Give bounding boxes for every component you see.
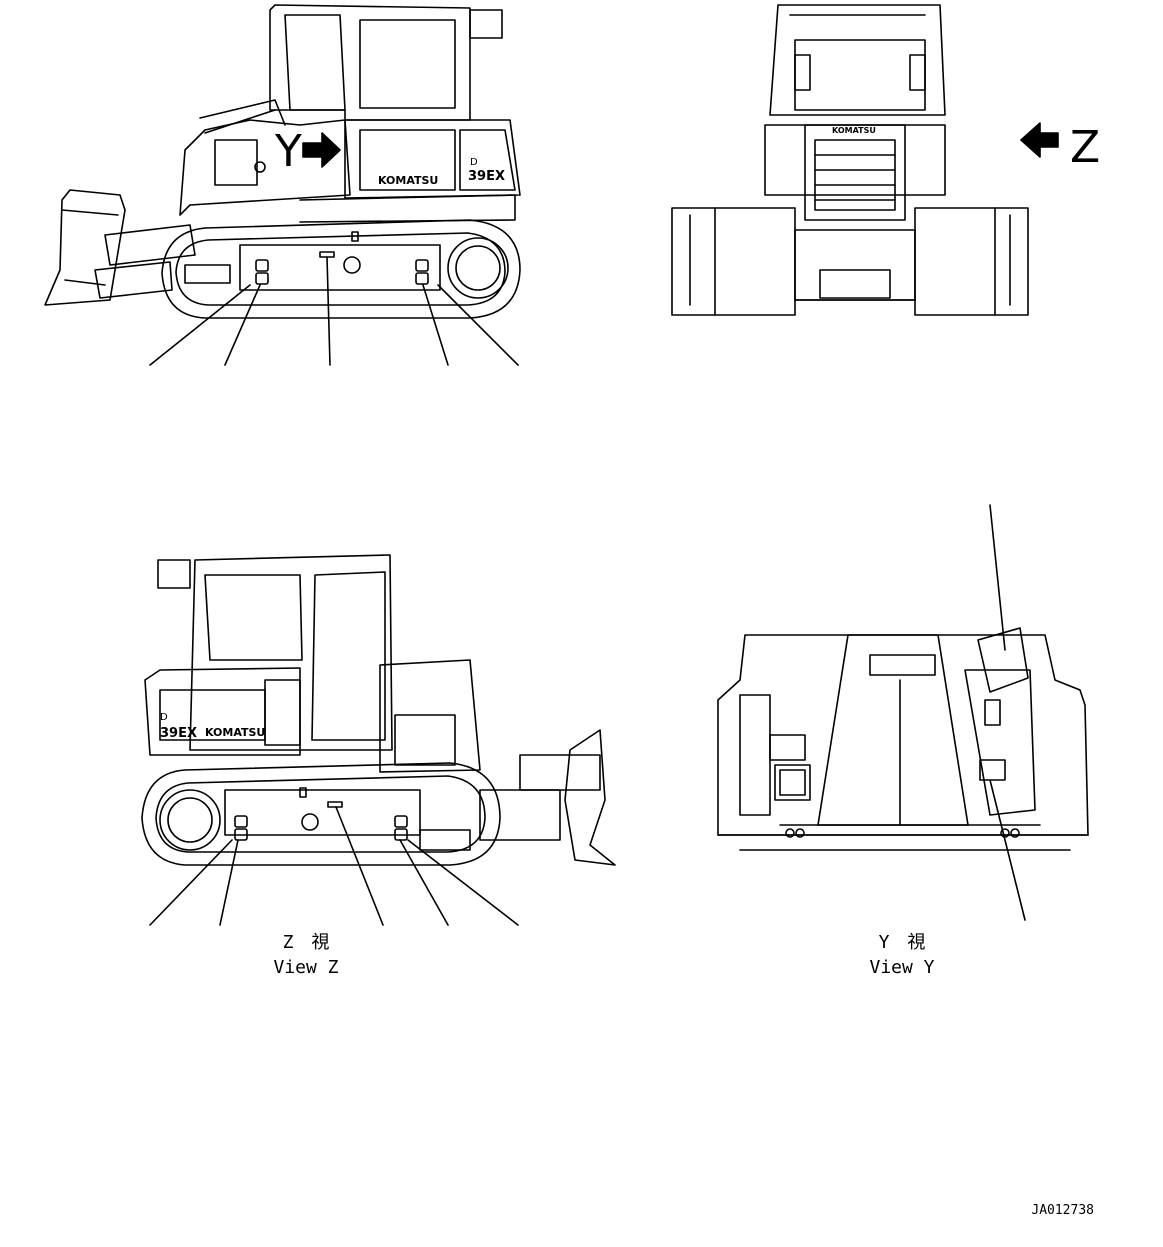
caption-view-z-jp: Z 視	[283, 932, 330, 953]
view-y-arrow	[302, 132, 341, 168]
model-badge-top: 39EX	[468, 169, 505, 184]
side-view-left	[44, 4, 521, 366]
side-view-right	[141, 554, 616, 926]
model-badge-bottom: 39EX	[160, 726, 197, 741]
caption-view-y-en: View Y	[869, 957, 934, 978]
brand-logo-bottom: KOMATSU	[205, 726, 265, 739]
model-prefix-top: D	[470, 157, 478, 168]
brand-logo-top: KOMATSU	[378, 174, 438, 187]
view-y-marker: Y	[274, 126, 302, 177]
caption-view-z-en: View Z	[273, 957, 338, 978]
model-prefix-bottom: D	[160, 712, 168, 723]
view-z-marker: Z	[1070, 122, 1100, 173]
view-y-detail	[717, 504, 1089, 921]
view-z-arrow	[1020, 122, 1059, 158]
caption-view-y-jp: Y 視	[879, 932, 926, 953]
brand-logo-rear: KOMATSU	[832, 126, 876, 135]
rear-view	[671, 4, 1029, 316]
drawing-number: JA012738	[1031, 1203, 1094, 1218]
